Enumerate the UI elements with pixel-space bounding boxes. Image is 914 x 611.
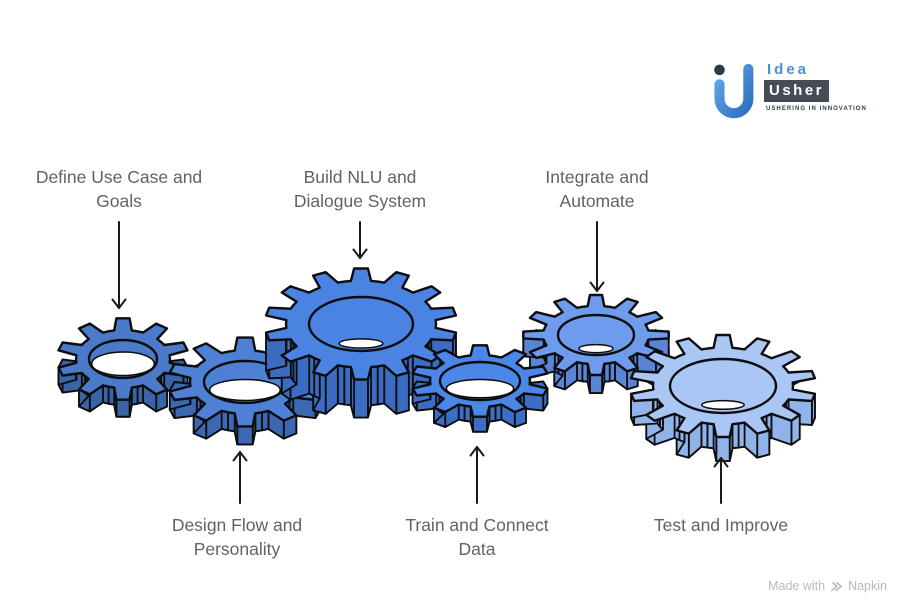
step-label-define-use-case: Define Use Case and Goals — [0, 165, 239, 213]
napkin-chevrons-icon — [831, 581, 843, 591]
test-improve-arrow — [713, 457, 729, 504]
step-label-build-nlu: Build NLU and Dialogue System — [240, 165, 480, 213]
step-label-train-connect: Train and Connect Data — [357, 513, 597, 561]
gear-2 — [168, 336, 322, 446]
step-label-test-improve: Test and Improve — [601, 513, 841, 537]
step-label-line: Data — [458, 539, 496, 559]
step-label-line: Define Use Case and — [35, 167, 203, 187]
define-use-case-arrow — [111, 221, 127, 309]
idea-usher-logo: Idea Usher USHERING IN INNOVATION — [707, 61, 867, 123]
step-label-line: Build NLU and — [303, 167, 417, 187]
step-label-integrate: Integrate and Automate — [477, 165, 717, 213]
logo-idea-text: Idea — [767, 61, 810, 78]
step-label-line: Design Flow and — [171, 515, 303, 535]
integrate-arrow — [589, 221, 605, 292]
watermark-brand: Napkin — [848, 579, 887, 593]
napkin-watermark: Made with Napkin — [768, 579, 887, 593]
logo-usher-text: Usher — [764, 80, 830, 102]
idea-usher-wordmark: Idea Usher USHERING IN INNOVATION — [764, 61, 867, 112]
logo-tagline: USHERING IN INNOVATION — [766, 106, 867, 112]
watermark-prefix: Made with — [768, 579, 826, 593]
gear-6 — [629, 333, 817, 462]
train-connect-arrow — [469, 446, 485, 504]
step-label-line: Personality — [193, 539, 281, 559]
step-label-line: Dialogue System — [293, 191, 427, 211]
step-label-line: Automate — [559, 191, 635, 211]
step-label-line: Integrate and — [545, 167, 649, 187]
step-label-design-flow: Design Flow and Personality — [117, 513, 357, 561]
idea-usher-mark-icon — [714, 63, 754, 119]
step-label-line: Train and Connect — [405, 515, 549, 535]
gear-1 — [57, 317, 189, 418]
build-nlu-arrow — [352, 221, 368, 259]
step-label-line: Goals — [96, 191, 142, 211]
design-flow-arrow — [232, 451, 248, 504]
gear-4 — [411, 344, 549, 433]
step-label-line: Test and Improve — [653, 515, 789, 535]
